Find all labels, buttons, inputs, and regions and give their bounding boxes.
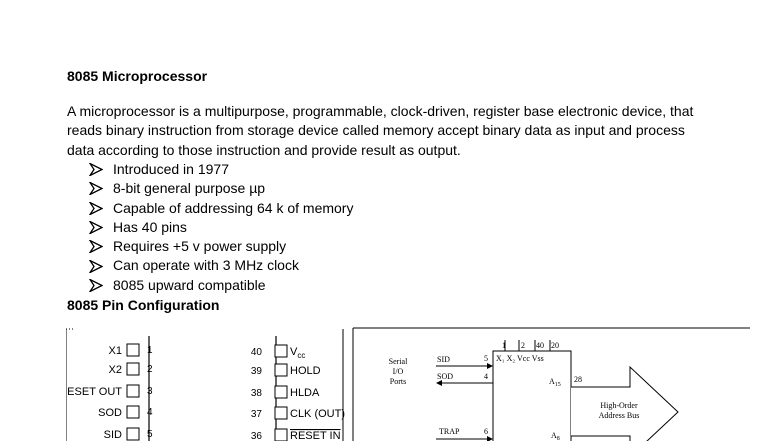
list-item: Has 40 pins <box>89 218 353 237</box>
pin-number: 2 <box>147 364 153 375</box>
right-pin: 38 HLDA <box>251 385 320 399</box>
right-pin: 39 HOLD <box>251 363 321 377</box>
document-title: 8085 Microprocessor <box>67 68 208 84</box>
pin-number: 20 <box>551 341 559 350</box>
bus-label: High-Order <box>600 401 638 410</box>
pin-number: 38 <box>251 388 263 399</box>
right-pin: 37 CLK (OUT) <box>251 406 345 420</box>
pin-box <box>274 385 288 399</box>
pin-name: RESET OUT <box>66 386 122 398</box>
arrow-left-icon <box>436 380 442 386</box>
list-item: 8085 upward compatible <box>89 276 353 295</box>
right-pin: 36 RESET IN <box>251 428 341 441</box>
intro-paragraph: A microprocessor is a multipurpose, prog… <box>67 102 767 160</box>
pin-number: 3 <box>147 386 153 397</box>
chip-body <box>492 350 572 441</box>
list-item: Can operate with 3 MHz clock <box>89 256 353 275</box>
list-item: 8-bit general purpose µp <box>89 179 353 198</box>
pin-number: 5 <box>147 429 153 440</box>
pin-box <box>126 405 140 419</box>
arrowhead-bullet-icon <box>89 201 103 215</box>
left-pin: X2 2 <box>109 362 153 376</box>
arrowhead-bullet-icon <box>89 259 103 273</box>
list-item-text: Requires +5 v power supply <box>113 238 287 255</box>
list-item-text: Has 40 pins <box>113 218 187 235</box>
paragraph-line: A microprocessor is a multipurpose, prog… <box>67 103 694 119</box>
list-item-text: 8-bit general purpose µp <box>113 180 266 197</box>
pin-name: RESET IN <box>290 430 341 441</box>
pin-number: 6 <box>484 427 488 436</box>
pin-number: 1 <box>147 345 153 356</box>
serial-label: Ports <box>390 377 406 386</box>
right-pin: 40 Vcc <box>251 344 305 360</box>
pin-number: 40 <box>536 341 544 350</box>
pin-configuration-figure: X1 1 X2 2 RESET OUT 3 SOD 4 SID <box>66 326 750 441</box>
pin-configuration-heading: 8085 Pin Configuration <box>67 297 220 313</box>
list-item: Capable of addressing 64 k of memory <box>89 199 353 218</box>
block-diagram: 1 2 40 20 X₁ X₂ Vcc Vss Serial I/O Ports… <box>352 327 750 441</box>
pin-number: 37 <box>251 409 263 420</box>
serial-label: Serial <box>389 357 408 366</box>
pin-box <box>126 343 140 357</box>
pin-number: 4 <box>147 407 153 418</box>
pin-name: X2 <box>109 364 122 376</box>
pin-name: HOLD <box>290 365 321 377</box>
arrow-right-icon <box>487 363 493 369</box>
pin-name: SID <box>104 429 122 441</box>
list-item-text: Can operate with 3 MHz clock <box>113 257 299 274</box>
signal-label: SOD <box>437 372 453 381</box>
left-pin: RESET OUT 3 <box>66 384 153 398</box>
pin-box <box>126 362 140 376</box>
paragraph-line: data according to those instruction and … <box>67 141 461 158</box>
pin-number: 4 <box>484 372 488 381</box>
pin-number: 5 <box>484 354 488 363</box>
serial-label: I/O <box>393 367 404 376</box>
pin-number: 28 <box>574 375 582 384</box>
pin-diagram: X1 1 X2 2 RESET OUT 3 SOD 4 SID <box>66 328 345 441</box>
pin-number: 36 <box>251 431 263 441</box>
top-pin-labels: X₁ X₂ Vcc Vss <box>496 354 544 363</box>
list-item: Introduced in 1977 <box>89 160 353 179</box>
arrowhead-bullet-icon <box>89 182 103 196</box>
arrow-right-icon <box>487 436 493 441</box>
list-item-text: Introduced in 1977 <box>113 161 229 177</box>
pin-name: SOD <box>98 407 122 419</box>
arrowhead-bullet-icon <box>89 278 103 292</box>
pin-box <box>126 384 140 398</box>
pin-name: HLDA <box>290 387 320 399</box>
address-bus-arrow <box>571 365 679 441</box>
pin-name: CLK (OUT) <box>290 408 345 420</box>
pin-box <box>126 427 140 441</box>
list-item-text: Capable of addressing 64 k of memory <box>113 199 354 216</box>
pin-box <box>274 344 288 358</box>
pin-box <box>274 363 288 377</box>
pin-box <box>274 428 288 441</box>
list-item-text: 8085 upward compatible <box>113 276 266 293</box>
pin-number: 40 <box>251 347 263 358</box>
feature-list: Introduced in 1977 8-bit general purpose… <box>89 160 353 295</box>
left-pin: SOD 4 <box>98 405 153 419</box>
bus-label: Address Bus <box>599 411 640 420</box>
pin-figure-svg: X1 1 X2 2 RESET OUT 3 SOD 4 SID <box>66 327 750 441</box>
arrowhead-bullet-icon <box>89 221 103 235</box>
signal-label: SID <box>437 355 450 364</box>
pin-number: 2 <box>521 341 525 350</box>
arrowhead-bullet-icon <box>89 240 103 254</box>
arrowhead-bullet-icon <box>89 163 103 177</box>
address-label: A15 <box>549 377 561 388</box>
left-pin: SID 5 <box>104 427 153 441</box>
address-label: A8 <box>551 431 560 441</box>
pin-name: Vcc <box>290 346 305 360</box>
pin-name: X1 <box>109 345 122 357</box>
left-pin: X1 1 <box>109 343 153 357</box>
signal-label: TRAP <box>439 427 460 436</box>
pin-number: 1 <box>502 341 506 350</box>
paragraph-line: reads binary instruction from storage de… <box>67 122 685 139</box>
pin-box <box>274 406 288 420</box>
list-item: Requires +5 v power supply <box>89 237 353 256</box>
pin-number: 39 <box>251 366 263 377</box>
